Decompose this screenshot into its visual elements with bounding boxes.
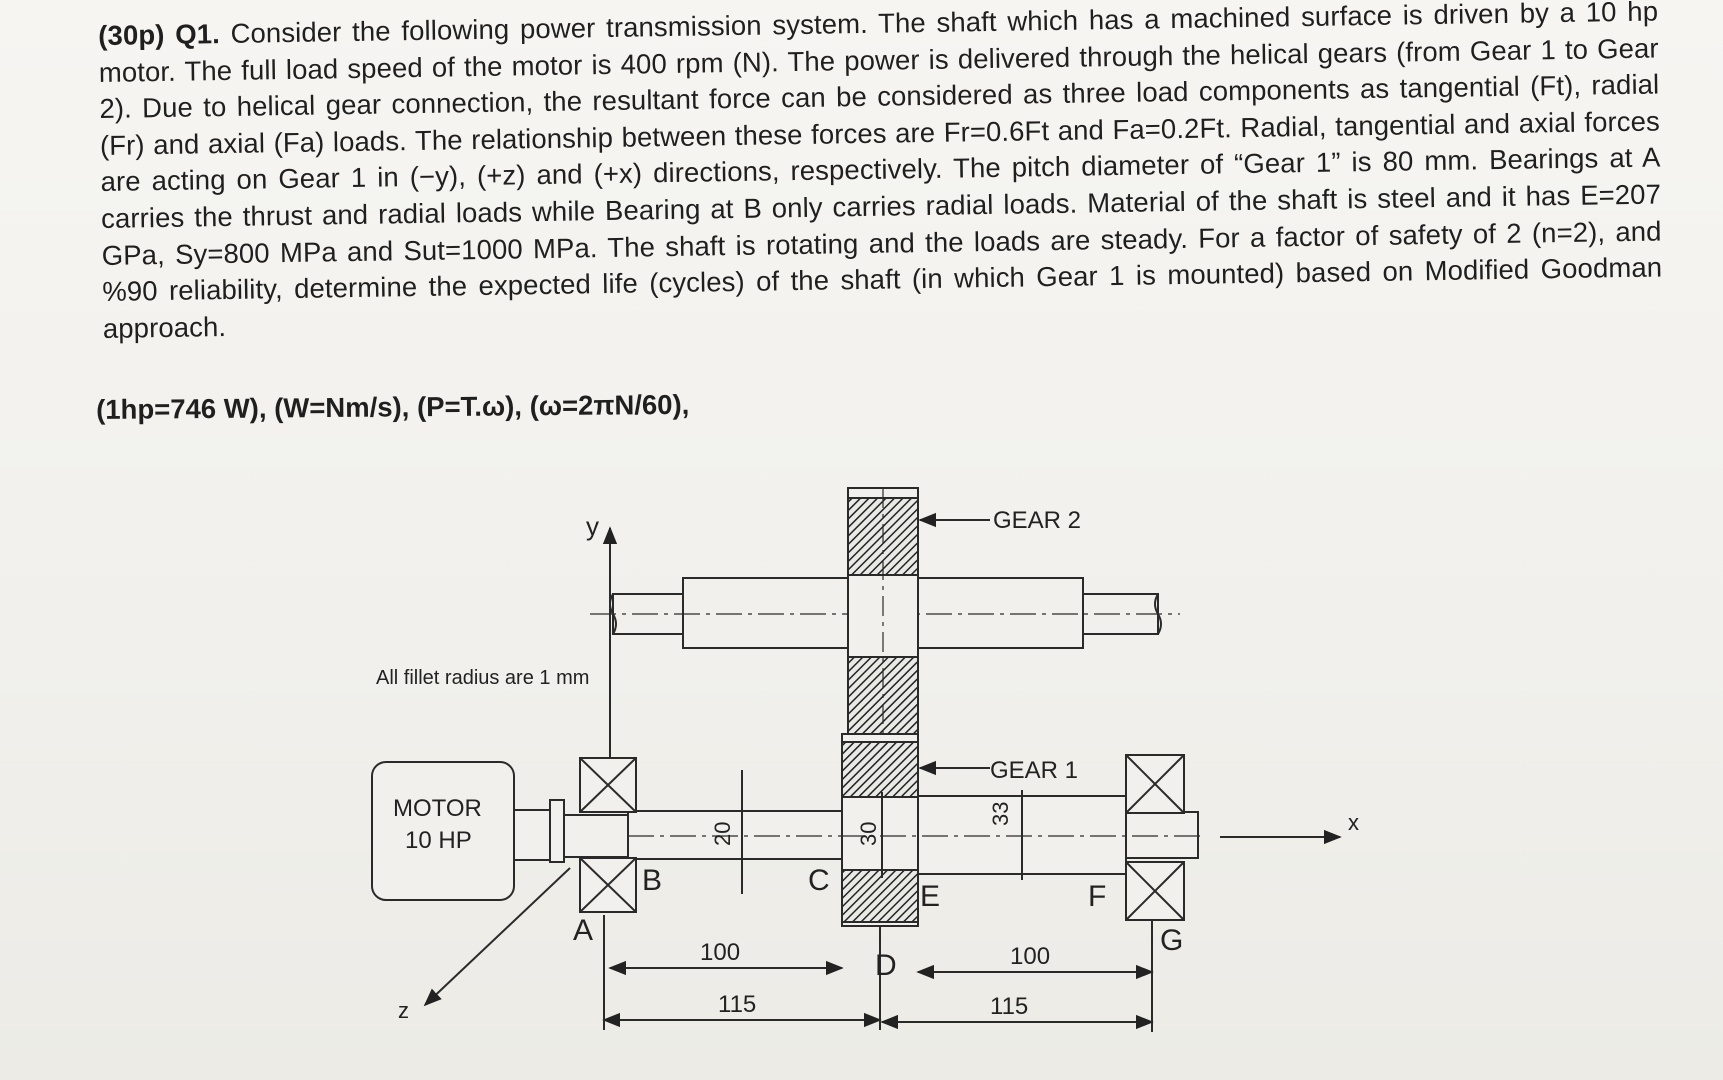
point-f-label: F	[1088, 880, 1106, 913]
dim-30-label: 30	[856, 822, 881, 846]
dim-100-right-label: 100	[1010, 943, 1050, 970]
y-axis-label: y	[586, 511, 599, 541]
dim-115-right-label: 115	[990, 993, 1028, 1020]
motor-power-label: 10 HP	[405, 827, 472, 854]
dim-115-left-label: 115	[718, 991, 756, 1018]
dim-100-left-label: 100	[700, 939, 740, 966]
dim-20-label: 20	[710, 822, 735, 846]
motor-label: MOTOR	[393, 795, 482, 822]
x-axis-label: x	[1348, 810, 1359, 835]
bearing-g	[1125, 754, 1185, 921]
point-b-label: B	[642, 864, 662, 897]
gear2-body	[847, 487, 919, 735]
point-e-label: E	[920, 880, 940, 913]
gear1-label: GEAR 1	[990, 757, 1078, 784]
point-d-label: D	[875, 949, 897, 982]
coupling-flange	[549, 799, 565, 863]
z-axis-line	[423, 867, 571, 1007]
coupling	[513, 809, 553, 861]
point-a-label: A	[573, 914, 593, 947]
z-axis-label: z	[398, 998, 409, 1023]
gear2-label: GEAR 2	[993, 507, 1081, 534]
dim-33-label: 33	[988, 802, 1013, 826]
bearing-a	[579, 757, 637, 913]
fillet-note: All fillet radius are 1 mm	[376, 667, 589, 689]
point-c-label: C	[808, 864, 830, 897]
point-g-label: G	[1160, 924, 1183, 957]
